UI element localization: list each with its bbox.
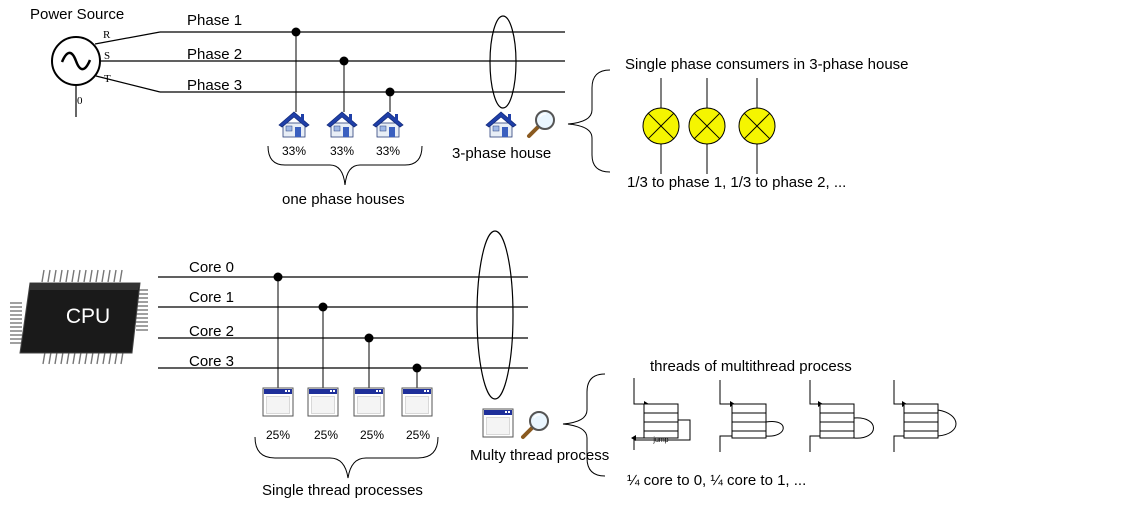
single-thread-brace [254,436,439,479]
core-1-label: Core 1 [189,289,234,306]
one-phase-label: one phase houses [282,191,405,208]
house-percent-1: 33% [282,144,306,158]
consumers-title: Single phase consumers in 3-phase house [625,56,909,73]
thread-stack-icon [893,380,957,452]
process-percent-4: 25% [406,428,430,442]
house-icon [278,111,310,138]
house-icon [485,111,517,138]
magnifier-icon [527,109,556,138]
process-percent-1: 25% [266,428,290,442]
house-icon [326,111,358,138]
window-icon [353,387,385,417]
cpu-chip-icon [10,269,148,365]
phase-bundle-ellipse [489,15,517,109]
window-icon [262,387,294,417]
process-percent-3: 25% [360,428,384,442]
window-icon [307,387,339,417]
multi-thread-label: Multy thread process [470,447,609,464]
house-icon [372,111,404,138]
sine-source-icon [51,31,161,117]
thread-stack-icon [809,380,874,452]
lamp-icon [688,107,726,145]
window-icon [482,408,514,438]
terminal-t: T [104,73,111,85]
phase-1-label: Phase 1 [187,12,242,29]
process-percent-2: 25% [314,428,338,442]
window-icon [401,387,433,417]
core-2-label: Core 2 [189,323,234,340]
magnifier-icon [521,410,550,439]
terminal-r: R [103,29,111,41]
jump-label: jump [652,437,668,444]
power-source-label: Power Source [30,6,124,23]
three-phase-house-label: 3-phase house [452,145,551,162]
thread-stack-icon [631,378,691,450]
single-thread-label: Single thread processes [262,482,423,499]
threads-caption: ¼ core to 0, ¼ core to 1, ... [627,472,806,489]
house-percent-2: 33% [330,144,354,158]
threads-title: threads of multithread process [650,358,852,375]
cpu-zoom-brace [562,373,606,477]
terminal-0: 0 [77,95,83,107]
house-percent-3: 33% [376,144,400,158]
house-taps [291,27,395,112]
core-0-label: Core 0 [189,259,234,276]
phase-2-label: Phase 2 [187,46,242,63]
thread-stack-icon [719,380,784,452]
core-bundle-ellipse [476,230,514,400]
process-taps [273,272,422,388]
terminal-s: S [104,50,110,62]
power-zoom-brace [567,69,611,173]
one-phase-brace [267,145,423,186]
consumers-caption: 1/3 to phase 1, 1/3 to phase 2, ... [627,174,846,191]
lamp-icon [642,107,680,145]
phase-3-label: Phase 3 [187,77,242,94]
cpu-label: CPU [66,305,110,328]
core-3-label: Core 3 [189,353,234,370]
lamp-icon [738,107,776,145]
